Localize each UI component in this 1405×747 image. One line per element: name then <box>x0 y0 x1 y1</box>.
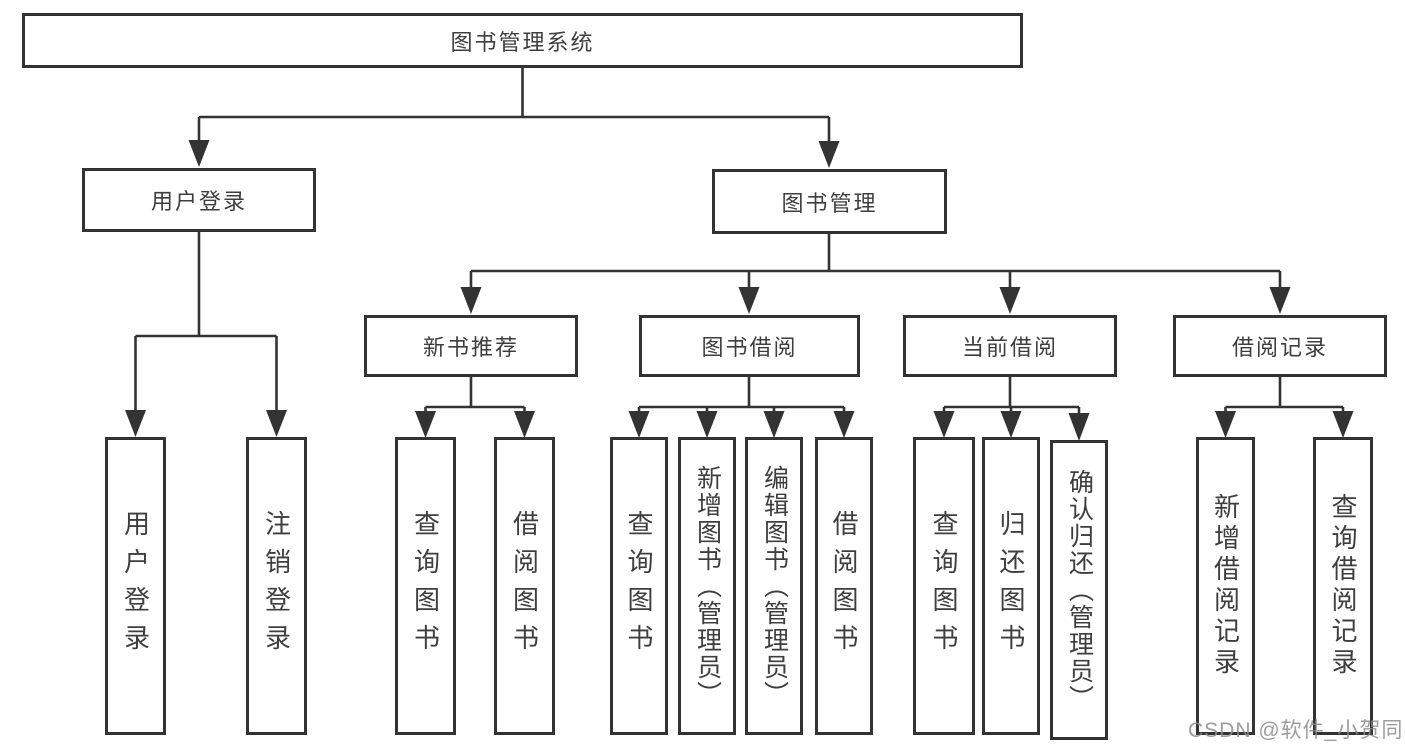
node-new-book-recommend-label: 新书推荐 <box>422 335 519 360</box>
leaf-edit-books-admin: 编辑图书（管理员） <box>745 437 803 735</box>
node-book-borrow-label: 图书借阅 <box>701 335 798 360</box>
leaf-borrow-books-label: 借阅图书 <box>829 510 859 662</box>
node-root-system: 图书管理系统 <box>22 13 1023 68</box>
leaf-add-borrow-record-label: 新增借阅记录 <box>1210 493 1241 679</box>
leaf-query-borrow-record: 查询借阅记录 <box>1313 437 1373 735</box>
leaf-query-books-recommend-label: 查询图书 <box>410 510 441 662</box>
leaf-query-books-borrow: 查询图书 <box>610 437 668 735</box>
leaf-query-books-current-label: 查询图书 <box>929 510 959 662</box>
leaf-borrow-books-recommend: 借阅图书 <box>494 437 555 735</box>
node-root-label: 图书管理系统 <box>450 29 595 55</box>
leaf-user-login-label: 用户登录 <box>120 510 151 662</box>
leaf-query-books-borrow-label: 查询图书 <box>624 510 654 662</box>
leaf-logout-label: 注销登录 <box>261 510 292 662</box>
leaf-query-books-current: 查询图书 <box>913 437 975 735</box>
leaf-borrow-books-recommend-label: 借阅图书 <box>509 510 540 662</box>
node-user-login: 用户登录 <box>82 168 316 232</box>
leaf-edit-books-admin-label: 编辑图书（管理员） <box>760 464 789 708</box>
leaf-user-login: 用户登录 <box>105 437 166 735</box>
leaf-return-books: 归还图书 <box>982 437 1040 735</box>
leaf-query-books-recommend: 查询图书 <box>395 437 456 735</box>
leaf-borrow-books: 借阅图书 <box>815 437 873 735</box>
leaf-add-books-admin: 新增图书（管理员） <box>678 437 736 735</box>
leaf-confirm-return-admin: 确认归还（管理员） <box>1050 440 1108 740</box>
node-book-management-label: 图书管理 <box>781 190 878 216</box>
leaf-confirm-return-admin-label: 确认归还（管理员） <box>1065 468 1094 712</box>
node-borrow-records-label: 借阅记录 <box>1231 335 1328 360</box>
leaf-return-books-label: 归还图书 <box>996 510 1026 662</box>
leaf-query-borrow-record-label: 查询借阅记录 <box>1328 493 1358 679</box>
leaf-add-borrow-record: 新增借阅记录 <box>1196 437 1255 735</box>
node-user-login-label: 用户登录 <box>150 189 247 214</box>
leaf-logout: 注销登录 <box>246 437 307 735</box>
node-borrow-records: 借阅记录 <box>1173 315 1387 377</box>
node-book-management: 图书管理 <box>712 169 947 234</box>
node-current-borrow: 当前借阅 <box>903 315 1117 377</box>
leaf-add-books-admin-label: 新增图书（管理员） <box>693 464 722 708</box>
watermark: CSDN @软件_小贺同学 <box>1188 719 1405 742</box>
node-current-borrow-label: 当前借阅 <box>961 335 1058 360</box>
node-new-book-recommend: 新书推荐 <box>364 315 578 377</box>
node-book-borrow: 图书借阅 <box>639 315 860 377</box>
